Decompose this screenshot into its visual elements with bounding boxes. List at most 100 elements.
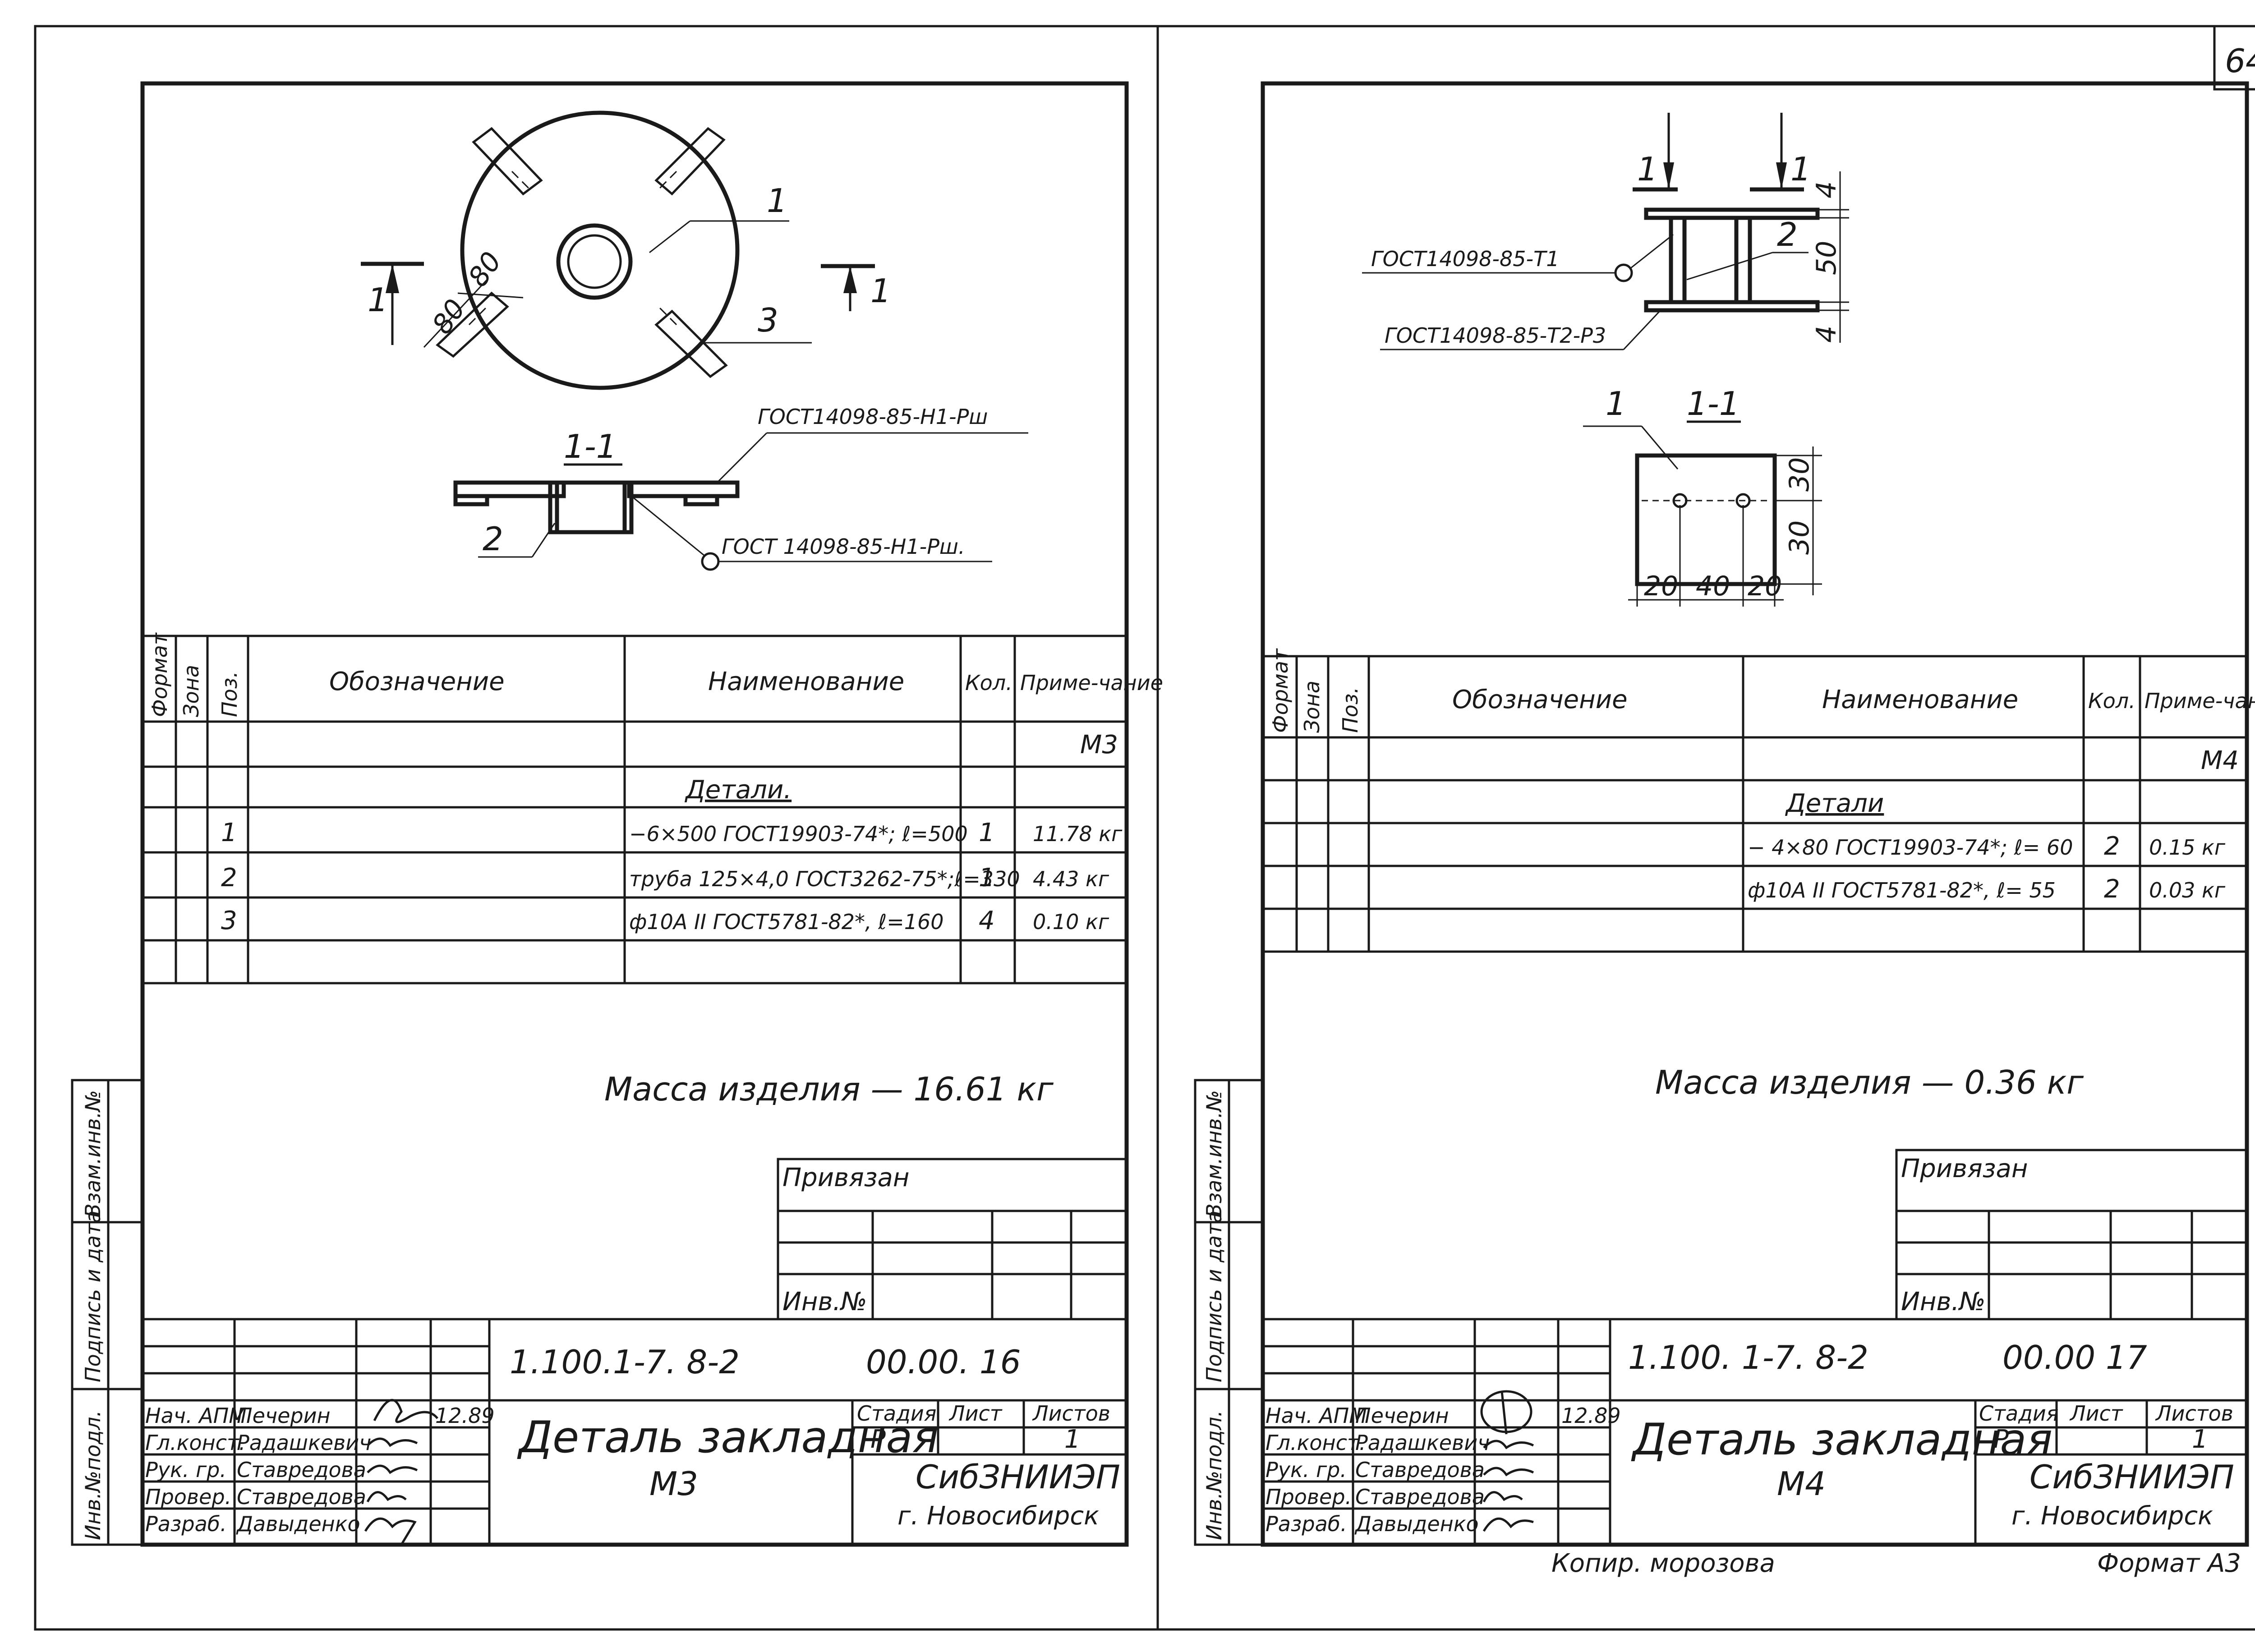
svg-text:0.10 кг: 0.10 кг <box>1033 910 1109 934</box>
inv-no-label: Инв.№ <box>1901 1287 1986 1316</box>
signatures <box>1480 1390 1534 1532</box>
weld-note-top: ГОСТ14098-85-Н1-Рш <box>758 405 988 429</box>
role: Разраб. <box>1266 1512 1347 1536</box>
side-label-replace: Взам.инв.№ <box>81 1090 105 1218</box>
copied-by: Копир. морозова <box>1551 1549 1775 1578</box>
sheets-value: 1 <box>1064 1425 1081 1454</box>
person-name: Давыденко <box>1354 1512 1479 1536</box>
right-privyazan-box: Привязан Инв.№ <box>1895 1149 2248 1321</box>
spec-row: 1 −6×500 ГОСТ19903-74*; ℓ=500 1 11.78 кг <box>221 818 1123 847</box>
person-name: Давыденко <box>236 1512 360 1536</box>
left-sheet: Инв.№подл. Подпись и дата Взам.инв.№ <box>71 81 1163 1547</box>
doc-code: 1.100.1-7. 8-2 <box>510 1343 740 1381</box>
dim-20-b: 20 <box>1748 571 1782 602</box>
hdr-designation: Обозначение <box>329 667 505 696</box>
svg-text:2: 2 <box>2104 832 2120 861</box>
outer-border <box>34 25 2255 1631</box>
privyazan-label: Привязан <box>1901 1154 2028 1183</box>
hdr-zone: Зона <box>179 665 203 717</box>
stage-label: Стадия <box>1979 1401 2058 1426</box>
svg-text:1: 1 <box>979 818 995 847</box>
sign-date: 12.89 <box>435 1404 495 1428</box>
svg-text:4: 4 <box>979 906 995 935</box>
dim-4-top: 4 <box>1811 181 1842 198</box>
left-spec-table: Формат Зона Поз. Обозначение Наименовани… <box>143 632 1163 985</box>
svg-text:− 4×80 ГОСТ19903-74*; ℓ= 60: − 4×80 ГОСТ19903-74*; ℓ= 60 <box>1748 835 2073 860</box>
side-label-inv: Инв.№подл. <box>81 1410 105 1540</box>
title-line-1: Деталь закладная <box>1631 1414 2053 1465</box>
right-sheet: Инв.№подл. Подпись и дата Взам.инв.№ 1 1… <box>1194 81 2255 1578</box>
person-name: Ставредова <box>1355 1485 1485 1509</box>
hdr-name: Наименование <box>708 667 904 696</box>
weld-note-1: ГОСТ14098-85-Т1 <box>1371 247 1559 271</box>
hdr-qty: Кол. <box>965 671 1012 695</box>
role: Нач. АПМ <box>145 1404 247 1428</box>
left-title-block: 1.100.1-7. 8-2 00.00. 16 Нач. АПМ Гл.кон… <box>143 1318 1127 1546</box>
side-label-replace: Взам.инв.№ <box>1202 1090 1226 1218</box>
sheets-value: 1 <box>2192 1425 2208 1454</box>
right-elevation-view: 1 1 4 50 4 2 ГОСТ14098-85-Т1 <box>1362 113 1849 350</box>
callout-2: 2 <box>483 520 503 558</box>
signatures <box>364 1399 438 1546</box>
role: Рук. гр. <box>145 1458 226 1482</box>
format-label: Формат А3 <box>2097 1549 2241 1578</box>
section-title: 1-1 <box>564 428 617 465</box>
side-label-sign: Подпись и дата <box>1202 1210 1226 1382</box>
svg-text:4.43 кг: 4.43 кг <box>1033 867 1109 891</box>
plan-section-title: 1-1 <box>1687 385 1740 423</box>
svg-text:0.03 кг: 0.03 кг <box>2149 878 2226 902</box>
role: Провер. <box>145 1485 231 1509</box>
svg-text:2: 2 <box>2104 874 2120 904</box>
svg-text:2: 2 <box>221 863 237 893</box>
org-line-1: СибЗНИИЭП <box>2030 1458 2234 1496</box>
callout-3: 3 <box>758 301 778 339</box>
hdr-pos: Поз. <box>217 671 242 717</box>
spec-row: 2 труба 125×4,0 ГОСТ3262-75*;ℓ=330 1 4.4… <box>221 863 1109 893</box>
title-line-1: Деталь закладная <box>517 1412 939 1463</box>
svg-text:ф10А II ГОСТ5781-82*, ℓ=160: ф10А II ГОСТ5781-82*, ℓ=160 <box>629 910 944 934</box>
sheet-label: Лист <box>2069 1401 2123 1426</box>
round-plate <box>460 110 740 390</box>
title-line-2: М4 <box>1777 1465 1826 1503</box>
org-line-1: СибЗНИИЭП <box>916 1458 1120 1496</box>
person-name: Ставредова <box>237 1458 366 1482</box>
role: Гл.конст. <box>145 1431 245 1455</box>
inv-no-label: Инв.№ <box>782 1287 867 1316</box>
person-name: Радашкевич <box>237 1431 371 1455</box>
role: Рук. гр. <box>1266 1458 1347 1482</box>
right-plan-view: 1 1-1 30 30 20 40 20 <box>1583 385 1822 607</box>
dim-20-a: 20 <box>1644 571 1678 602</box>
group-title: Детали <box>1785 789 1884 818</box>
mass-text: Масса изделия — 0.36 кг <box>1655 1063 2084 1101</box>
plan-callout: 1 <box>1606 385 1626 423</box>
svg-text:1: 1 <box>979 863 995 893</box>
left-plan-view: 1 1 80 80 1 3 <box>361 110 891 390</box>
note-top: М4 <box>2201 746 2239 775</box>
sign-date: 12.89 <box>1561 1404 1621 1428</box>
section-mark-right: 1 <box>870 272 891 310</box>
mass-text: Масса изделия — 16.61 кг <box>604 1070 1054 1108</box>
callout-2: 2 <box>1777 216 1798 253</box>
person-name: Ставредова <box>237 1485 366 1509</box>
left-side-stamp: Инв.№подл. Подпись и дата Взам.инв.№ <box>71 1079 144 1546</box>
svg-text:−6×500 ГОСТ19903-74*; ℓ=500: −6×500 ГОСТ19903-74*; ℓ=500 <box>629 822 968 846</box>
side-label-inv: Инв.№подл. <box>1202 1410 1226 1540</box>
org-line-2: г. Новосибирск <box>2011 1501 2213 1531</box>
dim-40: 40 <box>1696 571 1730 602</box>
left-inner-frame <box>140 81 1129 1547</box>
pipe-outer <box>556 223 633 300</box>
svg-text:11.78 кг: 11.78 кг <box>1033 822 1123 846</box>
stage-value: Р <box>870 1425 886 1454</box>
doc-code: 1.100. 1-7. 8-2 <box>1628 1339 1868 1376</box>
dim-30-a: 30 <box>1784 457 1815 492</box>
doc-num: 00.00 17 <box>2002 1339 2147 1376</box>
person-name: Печерин <box>1355 1404 1449 1428</box>
right-title-block: 1.100. 1-7. 8-2 00.00 17 Нач. АПМ Гл.кон… <box>1263 1318 2247 1545</box>
section-mark-left: 1 <box>368 281 388 319</box>
hdr-qty: Кол. <box>2088 689 2135 713</box>
page-number: 64 <box>2225 42 2255 80</box>
dim-50: 50 <box>1811 241 1842 275</box>
svg-text:ф10А II ГОСТ5781-82*, ℓ= 55: ф10А II ГОСТ5781-82*, ℓ= 55 <box>1748 878 2056 902</box>
dim-80-a: 80 <box>426 294 472 340</box>
right-side-stamp: Инв.№подл. Подпись и дата Взам.инв.№ <box>1194 1079 1264 1546</box>
